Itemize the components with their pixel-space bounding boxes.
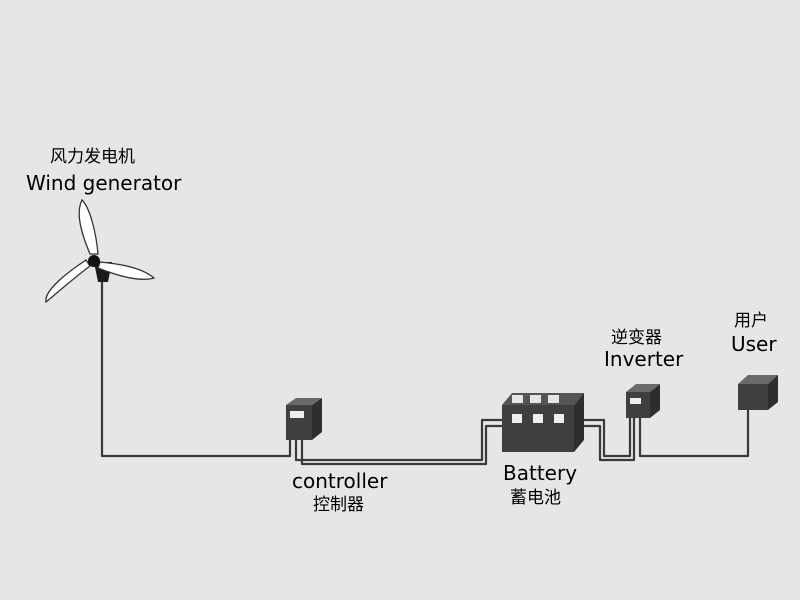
user-label-cn: 用户 xyxy=(734,311,768,331)
inverter-label-en: Inverter xyxy=(604,347,684,371)
wire-inverter-to-user xyxy=(638,410,750,458)
inverter-display xyxy=(630,398,641,404)
controller-label-en: controller xyxy=(292,469,388,493)
wind-generator-blade-right xyxy=(97,261,156,280)
battery-cell-window xyxy=(512,414,522,423)
inverter-front xyxy=(626,392,650,418)
battery-cell-window xyxy=(533,414,543,423)
wiring xyxy=(100,278,750,466)
battery-terminal xyxy=(530,395,541,403)
inverter-side xyxy=(650,384,660,418)
battery-cell-window xyxy=(554,414,564,423)
wind-generator-blade-up xyxy=(78,198,99,255)
wind-generator-label-cn: 风力发电机 xyxy=(50,147,135,167)
controller-front xyxy=(286,405,312,440)
battery-label-cn: 蓄电池 xyxy=(510,488,561,508)
wire-battery-to-inverter-b xyxy=(584,418,636,462)
battery-side xyxy=(574,393,584,452)
controller-label-cn: 控制器 xyxy=(313,495,364,515)
wind-generator-blade-left xyxy=(45,259,91,304)
controller-side xyxy=(312,398,322,440)
wind-generator-hub xyxy=(88,255,100,267)
user-device-top xyxy=(738,375,778,384)
inverter-top xyxy=(626,384,660,392)
wind-generator xyxy=(45,198,156,304)
wire-controller-to-battery-a xyxy=(294,418,502,462)
controller-device xyxy=(286,398,322,440)
user-device-front xyxy=(738,384,768,410)
user-device xyxy=(738,375,778,410)
battery-terminal xyxy=(548,395,559,403)
wire-battery-to-inverter-a xyxy=(584,418,632,458)
wind-generator-label-en: Wind generator xyxy=(26,171,182,195)
user-label-en: User xyxy=(731,332,777,356)
battery-label-en: Battery xyxy=(503,461,578,485)
wire-generator-to-controller xyxy=(100,278,292,458)
controller-top xyxy=(286,398,322,405)
battery-device xyxy=(502,393,584,452)
wire-controller-to-battery-b xyxy=(300,424,502,466)
battery-front xyxy=(502,405,574,452)
user-device-side xyxy=(768,375,778,410)
controller-display xyxy=(290,411,304,418)
inverter-device xyxy=(626,384,660,418)
inverter-label-cn: 逆变器 xyxy=(611,328,662,348)
battery-terminal xyxy=(512,395,523,403)
